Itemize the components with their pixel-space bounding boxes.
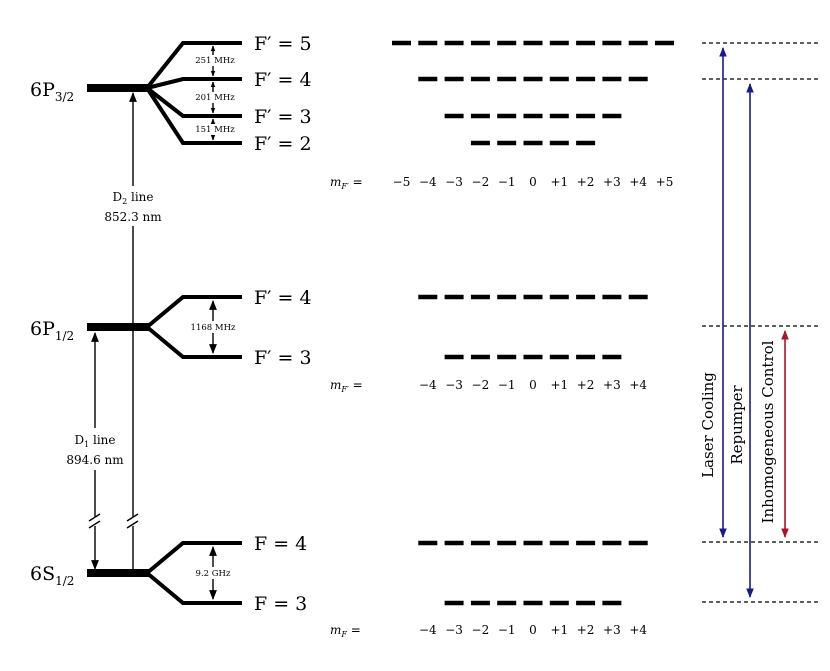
d1-name: D1 line xyxy=(74,433,115,449)
mf-value: 0 xyxy=(529,378,537,392)
mf-value: +4 xyxy=(629,378,647,392)
p32-split-32-label: 151 MHz xyxy=(195,125,235,135)
mf-value: −5 xyxy=(393,175,411,189)
mf-row-p32: mF′ = −5 −4 −3 −2 −1 0 +1 +2 +3 +4 +5 xyxy=(330,175,673,191)
mf-value: +2 xyxy=(577,378,595,392)
d1-break-mark xyxy=(88,513,101,522)
p12-f4-level xyxy=(145,295,242,329)
p12-manifold: 6P1/2 F′ = 4 F′ = 3 1168 MHz xyxy=(30,287,312,369)
p32-f2-label: F′ = 2 xyxy=(254,133,312,155)
d2-transition: D2 line 852.3 nm xyxy=(100,92,168,569)
d2-break-mark xyxy=(126,520,139,529)
d1-break-mark xyxy=(88,520,101,529)
p12-f3-label: F′ = 3 xyxy=(254,347,312,369)
laser-transitions: Laser Cooling Repumper Inhomogeneous Con… xyxy=(699,47,789,598)
d1-transition: D1 line 894.6 nm xyxy=(60,332,132,570)
s12-label: 6S1/2 xyxy=(30,563,74,588)
mf-value: +4 xyxy=(629,623,647,637)
p32-split-43-label: 201 MHz xyxy=(195,93,235,103)
p32-f5-label: F′ = 5 xyxy=(254,33,312,55)
p12-f4-label: F′ = 4 xyxy=(254,287,312,309)
laser-cooling-label: Laser Cooling xyxy=(699,372,717,478)
mf-row-label: mF = xyxy=(330,623,361,639)
d2-wavelength: 852.3 nm xyxy=(104,210,162,224)
mf-value: −1 xyxy=(498,623,516,637)
p32-f2-level xyxy=(145,86,242,145)
mf-value: −1 xyxy=(498,378,516,392)
mf-row-s12: mF = −4 −3 −2 −1 0 +1 +2 +3 +4 xyxy=(330,623,647,639)
mf-value: +5 xyxy=(656,175,674,189)
mf-value: −3 xyxy=(445,378,463,392)
mf-value: +1 xyxy=(550,378,568,392)
mf-value: +3 xyxy=(603,378,621,392)
s12-split-label: 9.2 GHz xyxy=(196,569,231,579)
reference-levels xyxy=(702,42,820,603)
mf-value: +1 xyxy=(550,175,568,189)
s12-f3-label: F = 3 xyxy=(254,593,307,615)
s12-f4-level xyxy=(145,541,242,575)
p32-f3-label: F′ = 3 xyxy=(254,106,312,128)
mf-value: +2 xyxy=(577,623,595,637)
mf-value: −4 xyxy=(419,175,437,189)
mf-value: −4 xyxy=(419,623,437,637)
s12-f4-label: F = 4 xyxy=(254,533,307,555)
mf-row-label: mF′ = xyxy=(330,378,363,394)
inhomogeneous-control-label: Inhomogeneous Control xyxy=(759,340,777,523)
p32-manifold: 6P3/2 F′ = 5 F′ = 4 F′ = 3 F′ = 2 251 MH… xyxy=(30,33,312,155)
mf-row-label: mF′ = xyxy=(330,175,363,191)
p32-label: 6P3/2 xyxy=(30,79,74,104)
mf-value: −2 xyxy=(472,175,490,189)
s12-f3-level xyxy=(145,571,242,605)
mf-value: +4 xyxy=(629,175,647,189)
p32-f3-level xyxy=(145,86,242,118)
mf-value: −4 xyxy=(419,378,437,392)
repumper-label: Repumper xyxy=(728,385,746,465)
d2-break-mark xyxy=(126,513,139,522)
p12-split-label: 1168 MHz xyxy=(191,323,236,333)
p12-label: 6P1/2 xyxy=(30,318,74,343)
mf-value: −3 xyxy=(445,175,463,189)
mf-value: +2 xyxy=(577,175,595,189)
p32-f4-level xyxy=(146,77,242,90)
mf-value: −1 xyxy=(498,175,516,189)
zeeman-sublevels xyxy=(392,40,674,606)
d2-name: D2 line xyxy=(112,190,153,206)
p12-f3-level xyxy=(145,325,242,359)
s12-manifold: 6S1/2 F = 4 F = 3 9.2 GHz xyxy=(30,533,307,615)
p32-f5-level xyxy=(145,41,242,90)
mf-value: −2 xyxy=(472,378,490,392)
mf-value: −2 xyxy=(472,623,490,637)
mf-value: +3 xyxy=(603,623,621,637)
mf-value: −3 xyxy=(445,623,463,637)
p32-f4-label: F′ = 4 xyxy=(254,69,312,91)
d1-wavelength: 894.6 nm xyxy=(66,453,124,467)
mf-value: +3 xyxy=(603,175,621,189)
mf-value: +1 xyxy=(550,623,568,637)
mf-value: 0 xyxy=(529,623,537,637)
p32-split-54-label: 251 MHz xyxy=(195,56,235,66)
mf-value: 0 xyxy=(529,175,537,189)
mf-row-p12: mF′ = −4 −3 −2 −1 0 +1 +2 +3 +4 xyxy=(330,378,647,394)
